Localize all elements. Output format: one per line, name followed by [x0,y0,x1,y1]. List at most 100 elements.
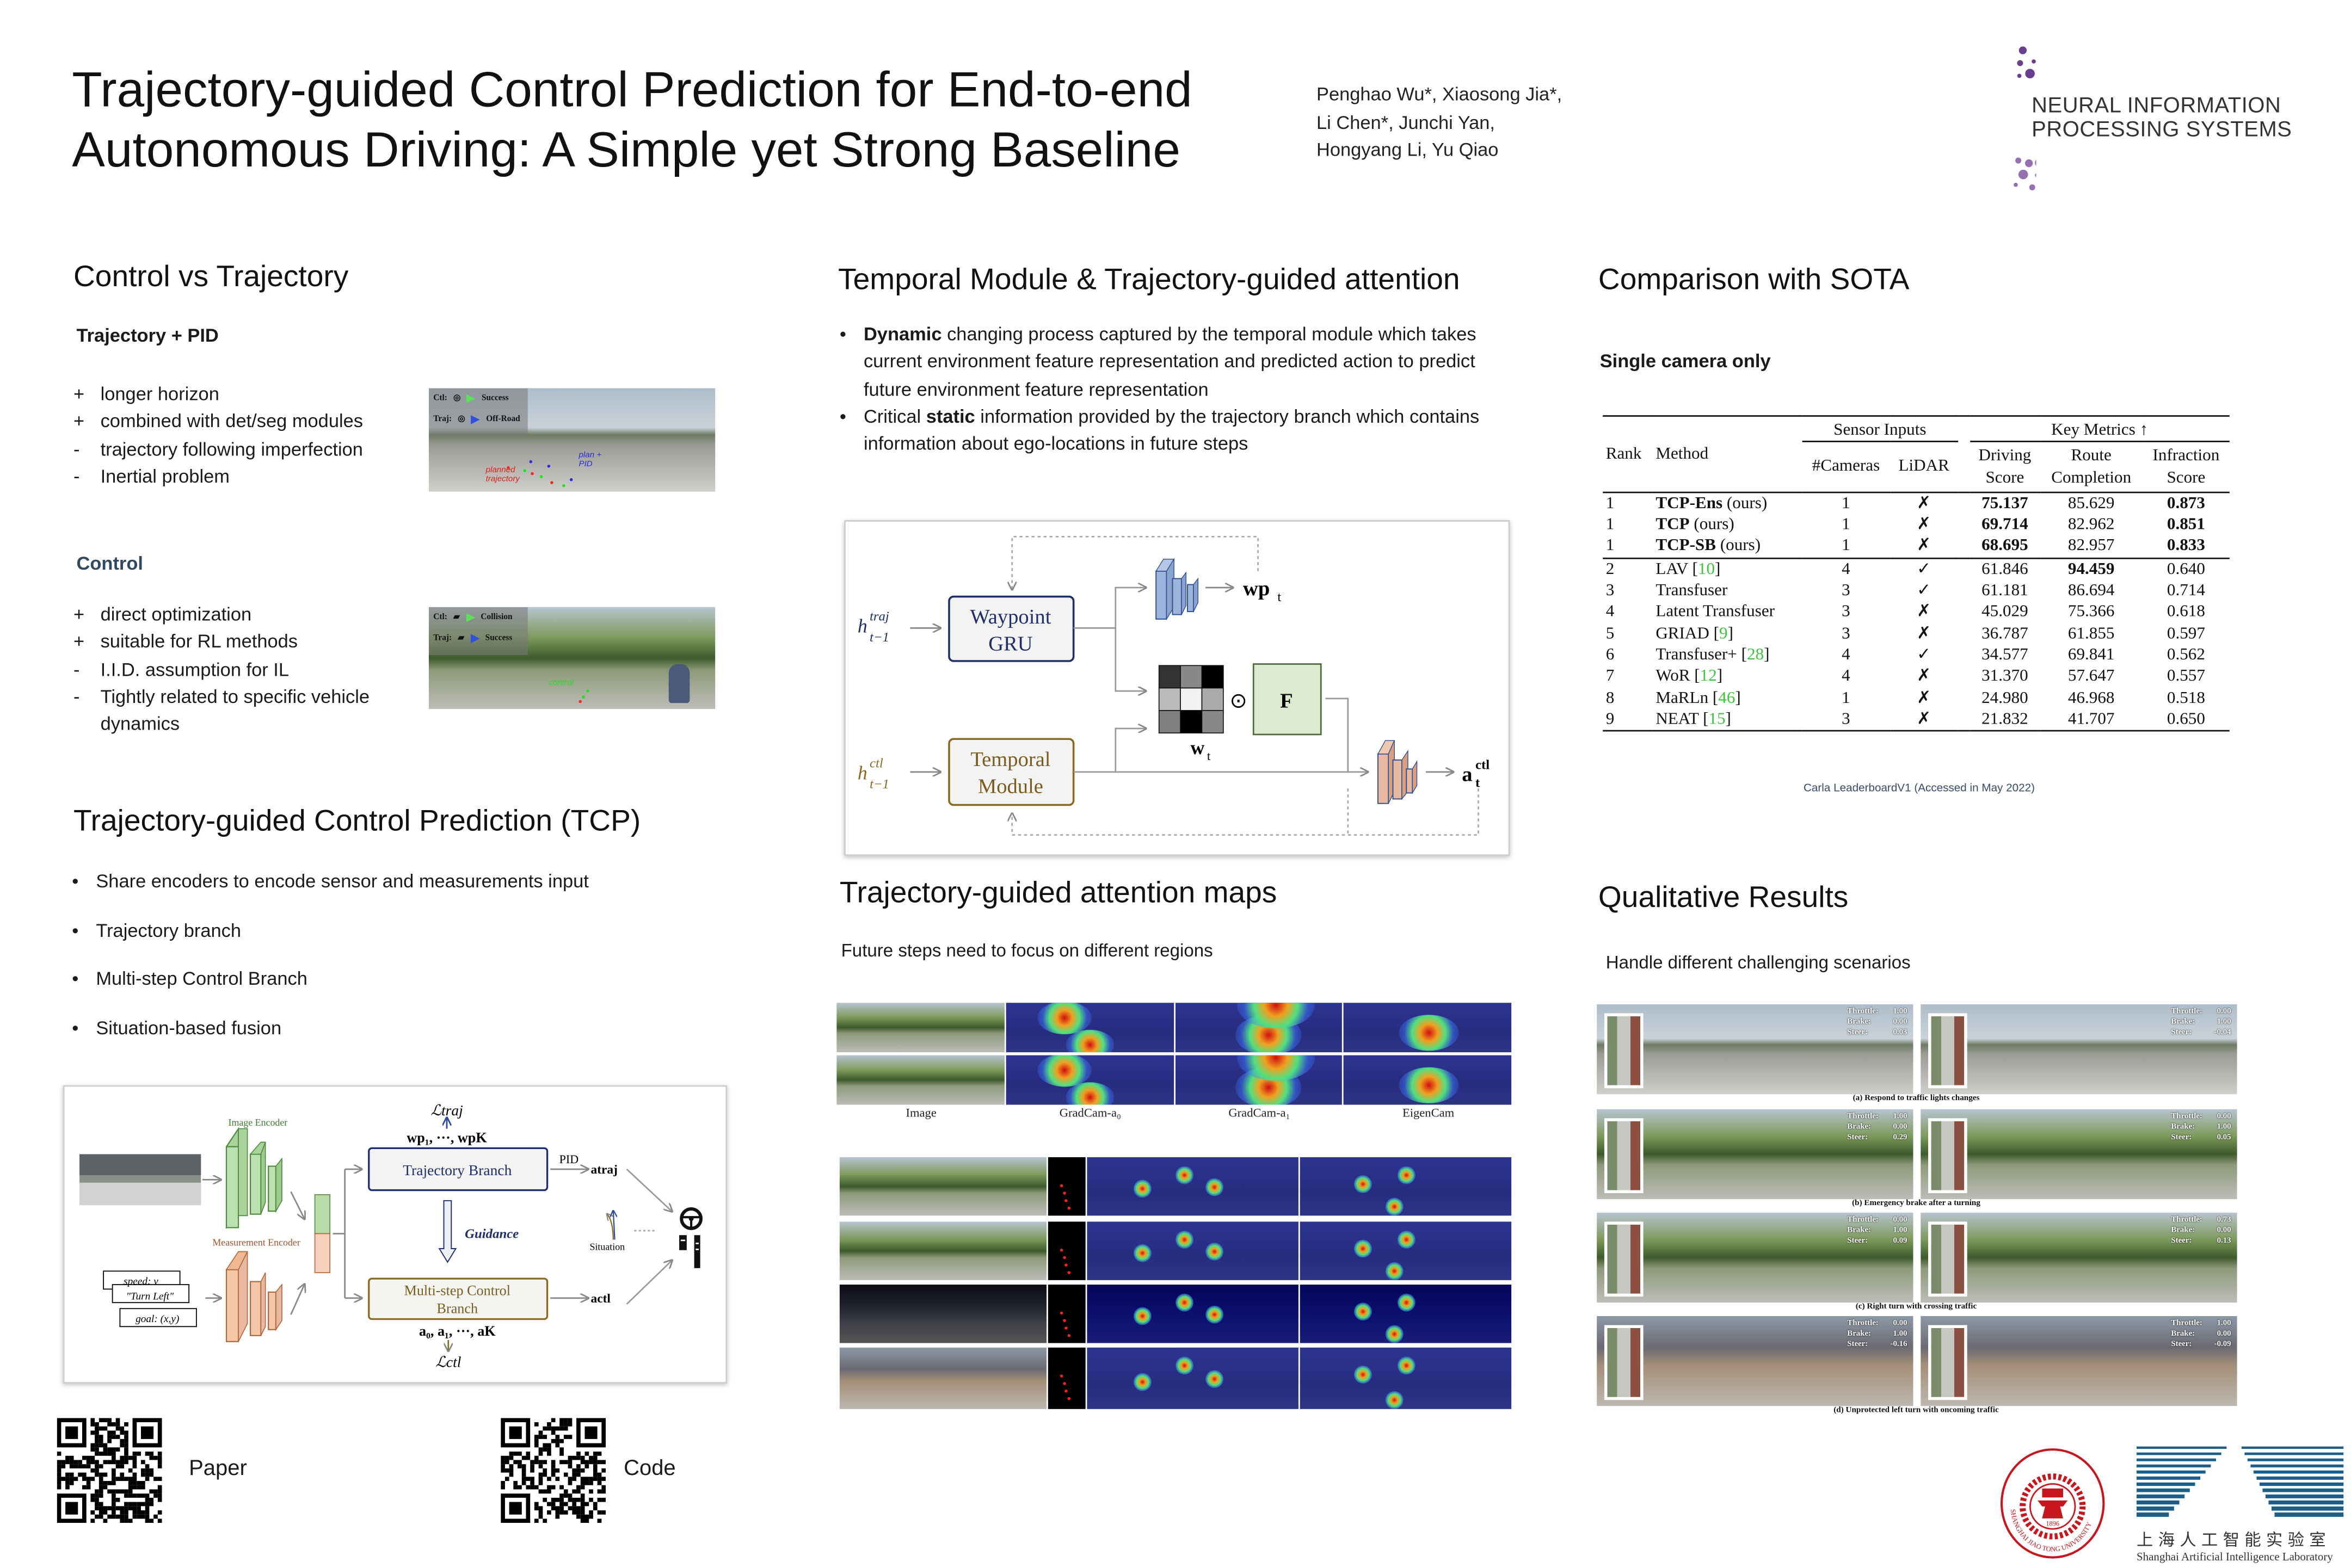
lidar: ✗ [1917,603,1931,621]
birds-eye-view-inset [1928,1221,1967,1297]
throttle-readout: Throttle:0.00 [2171,1112,2231,1122]
steer-label: Steer: [1847,1132,1868,1142]
header-sensor-inputs: Sensor Inputs [1802,416,1958,443]
bold-term: static [926,406,975,427]
throttle-label: Throttle: [1847,1215,1879,1225]
waypoint-projection [1048,1285,1086,1343]
bullet-icon: • [72,968,79,990]
feature-map-F [1252,663,1322,736]
h-traj-label: h [858,615,867,637]
bold-term: Dynamic [863,324,942,345]
measurement-encoder-icon [225,1251,282,1342]
author-line: Hongyang Li, Yu Qiao [1316,139,1499,160]
outcome-overlay: Ctl:◎Success Traj:◎Off-Road [428,388,528,436]
cameras: 3 [1842,710,1850,729]
lidar: ✗ [1917,689,1931,707]
driving-score: 45.029 [1981,603,2028,621]
infraction-score: 0.597 [2167,624,2205,643]
list-item: •Trajectory branch [72,919,589,941]
attention-heatmap [1300,1157,1512,1216]
w-t-label: w [1191,737,1205,758]
plus-marker: + [73,384,85,405]
route-completion: 69.841 [2067,646,2115,664]
infraction-score: 0.618 [2167,603,2205,621]
method: WoR [12] [1655,667,1723,686]
rank: 9 [1605,710,1615,729]
pedal-icon: ▰ [453,613,460,622]
lidar: ✓ [1917,560,1931,578]
attention-weight-map [1158,665,1224,734]
h-traj-sub: t−1 [870,630,889,645]
situation-label: Situation [590,1242,625,1252]
throttle-label: Throttle: [2171,1112,2202,1121]
birds-eye-view-inset [1928,1118,1967,1194]
authors: Penghao Wu*, Xiaosong Jia*, Li Chen*, Ju… [1316,81,1562,164]
brake-readout: Brake:0.00 [2171,1329,2231,1339]
temporal-module-label: Module [978,775,1043,798]
throttle-value: 1.00 [2217,1319,2231,1329]
list-item-text: suitable for RL methods [100,631,298,653]
control-label: control [549,679,574,688]
steer-label: Steer: [1847,1236,1868,1245]
waypoint-head-icon [1155,558,1199,621]
driving-score: 69.714 [1981,516,2028,534]
attention-heatmap [1087,1157,1298,1216]
scenario-caption: (b) Emergency brake after a turning [1852,1199,1980,1208]
camera-image [836,1003,1005,1053]
steering-wheel-icon: ◎ [458,415,465,424]
outcome-overlay: Ctl:▰Collision Traj:▰Success [428,607,528,655]
wp-t-sub: t [1277,590,1281,604]
bullet-icon: • [72,871,79,892]
neurips-logo: NEURAL INFORMATION PROCESSING SYSTEMS [1961,45,2306,192]
driving-score: 34.577 [1981,646,2028,664]
brake-value: 1.00 [2217,1122,2231,1132]
steer-value: -0.04 [2214,1027,2231,1037]
qualitative-subtitle: Handle different challenging scenarios [1605,952,1911,973]
header-method: Method [1655,445,1709,463]
throttle-value: 1.00 [1893,1112,1907,1121]
list-item-text: direct optimization [100,604,252,625]
code-link-label[interactable]: Code [624,1456,676,1481]
w-t-sub: t [1207,749,1211,763]
steer-label: Steer: [2171,1027,2192,1037]
list-item: -Tightly related to specific vehicle dyn… [73,683,396,738]
code-qr-code[interactable] [501,1418,606,1523]
blue-arrow-icon [470,634,479,643]
neurips-dots-icon [2014,46,2036,190]
throttle-value: 0.00 [1893,1215,1907,1225]
brake-value: 0.00 [2217,1329,2231,1338]
throttle-readout: Throttle:0.00 [2171,1007,2231,1017]
steer-readout: Steer:0.05 [2171,1133,2231,1143]
paper-link-label[interactable]: Paper [189,1456,247,1481]
author-line: Li Chen*, Junchi Yan, [1316,112,1495,133]
route-completion: 41.707 [2067,710,2115,729]
throttle-label: Throttle: [2171,1007,2202,1016]
traj-label: Traj: [433,634,452,643]
traj-result: Success [485,634,513,643]
attention-heatmap [1087,1347,1298,1409]
minus-marker: - [73,686,80,708]
cyclist [668,664,690,703]
feature-map-label: F [1280,689,1293,712]
tcp-points: •Share encoders to encode sensor and mea… [72,871,589,1038]
steer-label: Steer: [1847,1027,1868,1037]
paper-qr-code[interactable] [57,1418,162,1523]
control-example-image: Ctl:▰Collision Traj:▰Success control [428,607,716,709]
control-branch-label: Branch [437,1300,478,1316]
attention-heatmap [1087,1221,1298,1280]
steer-value: 0.29 [1893,1132,1907,1142]
trajectory-pid-title: Trajectory + PID [76,325,219,347]
method: GRIAD [9] [1655,624,1733,643]
waypoint-projection [1048,1221,1086,1280]
cameras: 1 [1842,689,1850,707]
birds-eye-view-inset [1604,1221,1644,1297]
